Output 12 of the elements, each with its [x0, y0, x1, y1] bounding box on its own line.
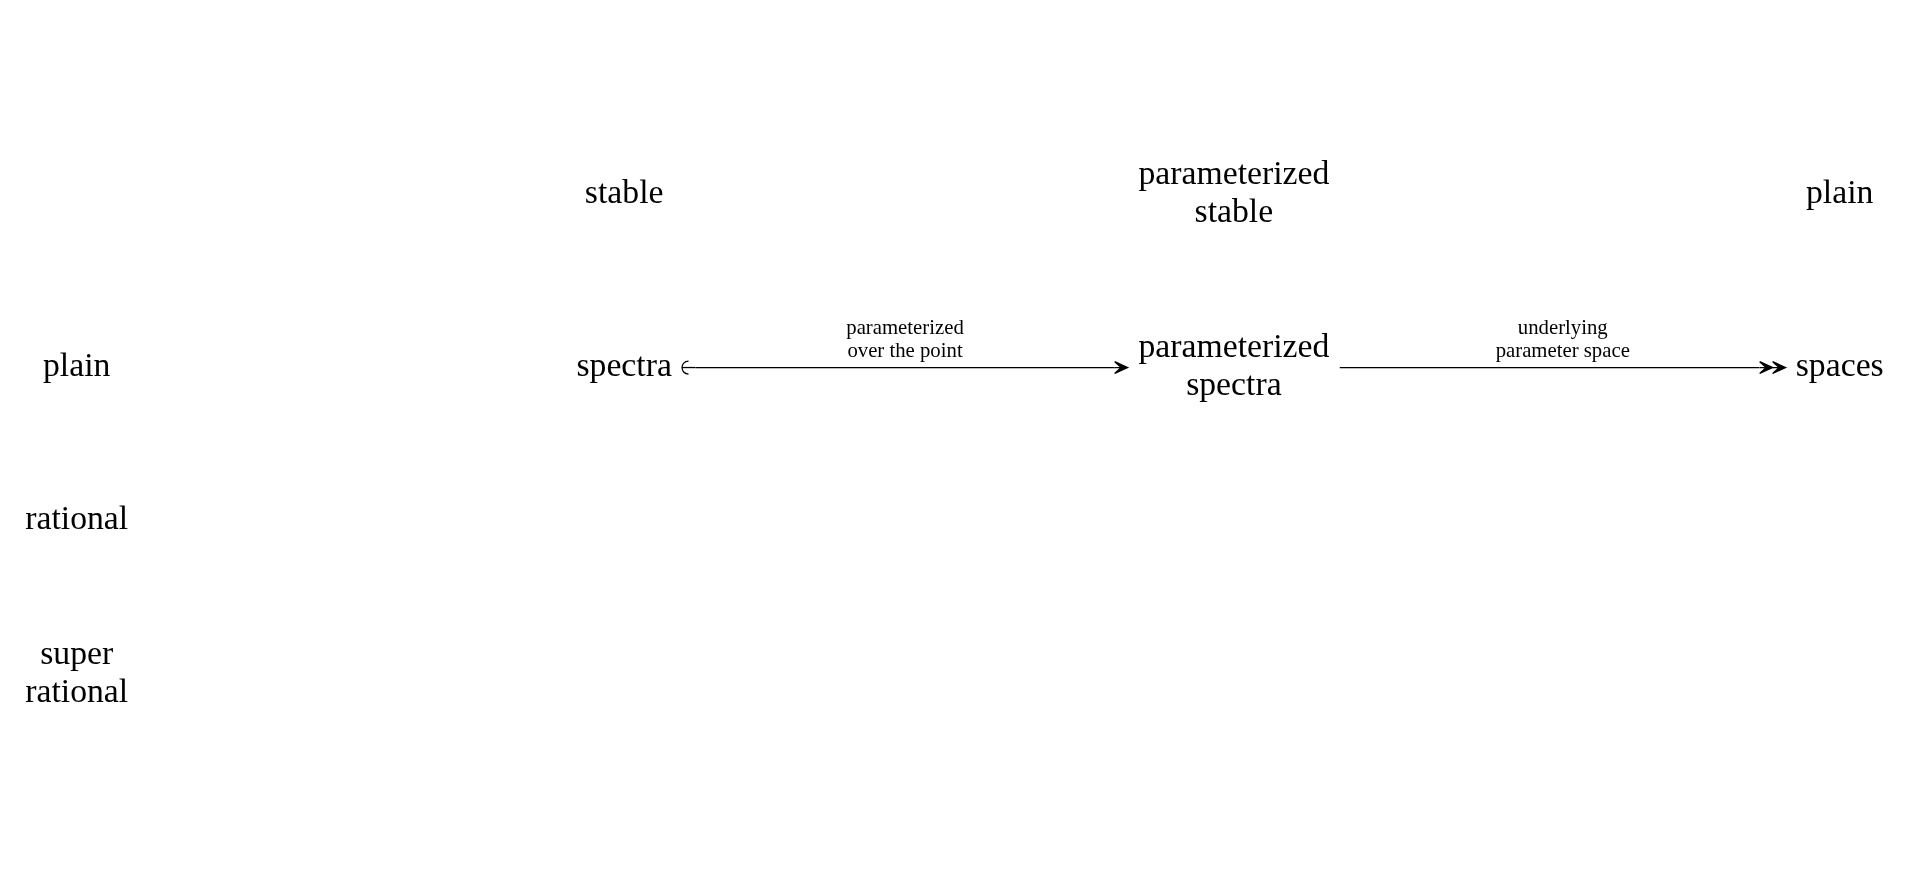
edge-label: parameterized over the point [846, 315, 964, 361]
label: plain [1806, 173, 1874, 211]
node-text: parameterized spectra [1138, 326, 1330, 402]
label: plain [42, 345, 111, 383]
label: super rational [25, 634, 129, 709]
node-text: spectra [576, 345, 672, 383]
label: stable [584, 173, 664, 211]
label: parameterized stable [1138, 154, 1330, 229]
label: rational [25, 499, 129, 537]
edge-label: underlying parameter space [1495, 315, 1630, 361]
arrow [1339, 361, 1787, 375]
node-text: spaces [1795, 345, 1884, 383]
